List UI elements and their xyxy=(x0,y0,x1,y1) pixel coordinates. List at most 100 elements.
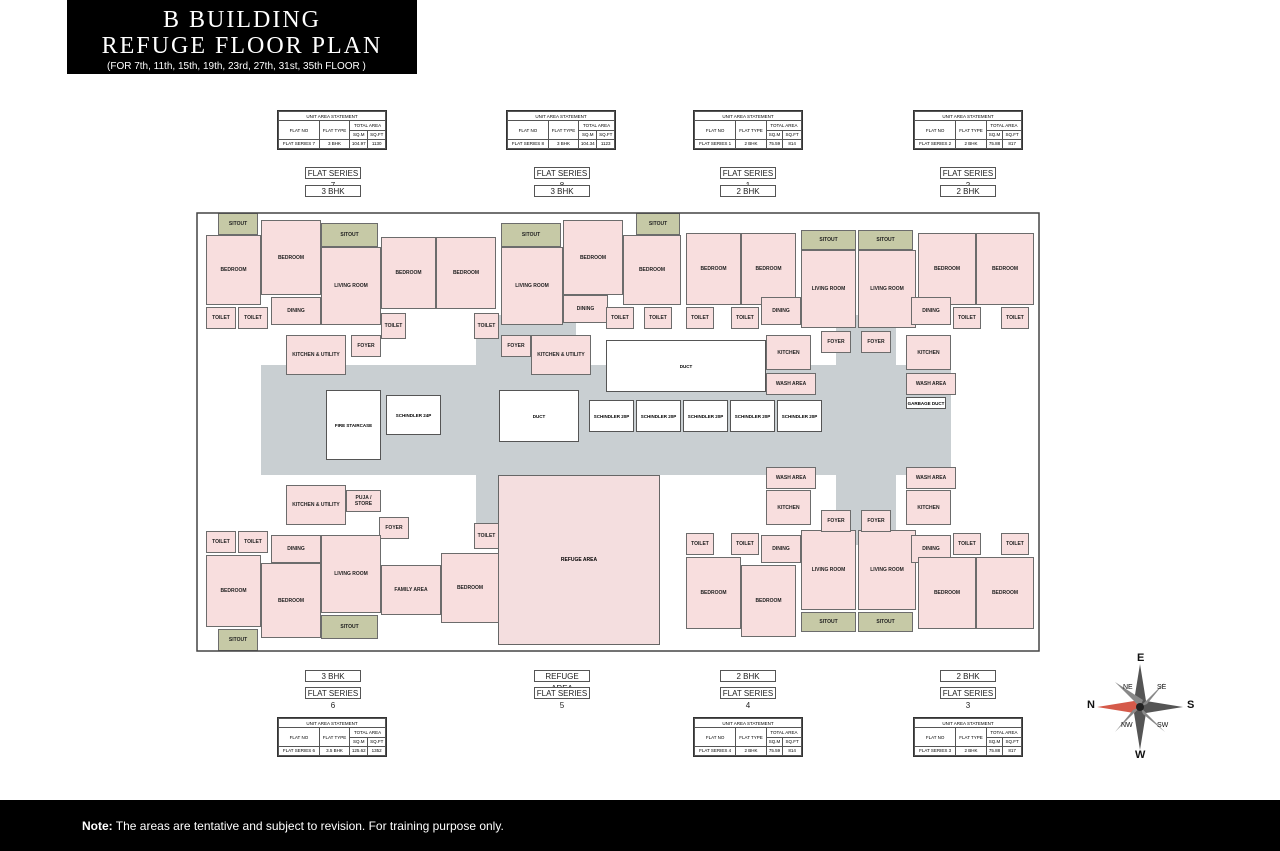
toilet-s1-b: TOILET xyxy=(731,307,759,329)
uas-type: 2 BHK xyxy=(955,745,987,757)
uas-type: 3 BHK xyxy=(547,138,580,150)
foyer-s3: FOYER xyxy=(861,510,891,532)
uas-flat-no-header: FLAT NO xyxy=(278,120,320,140)
uas-heading: UNIT AREA STATEMENT xyxy=(278,110,386,122)
bedroom-s4-a: BEDROOM xyxy=(686,557,741,629)
bedroom-s7-a: BEDROOM xyxy=(206,235,261,305)
sitout-s1: SITOUT xyxy=(801,230,856,250)
uas-table: UNIT AREA STATEMENT FLAT NO FLAT TYPE TO… xyxy=(913,717,1023,757)
lift-20p-2: SCHINDLER 20P xyxy=(636,400,681,432)
bedroom-s3-b: BEDROOM xyxy=(976,557,1034,629)
uas-flat-no-header: FLAT NO xyxy=(913,727,957,747)
uas-flat-no-header: FLAT NO xyxy=(507,120,549,140)
uas-sqft-header: SQ.FT xyxy=(596,129,615,140)
title-line-2: REFUGE FLOOR PLAN xyxy=(101,33,383,59)
bedroom-s2-b: BEDROOM xyxy=(976,233,1034,305)
uas-sqft: 1352 xyxy=(367,745,386,757)
lift-20p-5: SCHINDLER 20P xyxy=(777,400,822,432)
foyer-s7: FOYER xyxy=(351,335,381,357)
uas-type: 3.5 BHK xyxy=(318,745,351,757)
uas-table: UNIT AREA STATEMENT FLAT NO FLAT TYPE TO… xyxy=(507,110,615,150)
uas-heading: UNIT AREA STATEMENT xyxy=(694,110,802,122)
uas-sqm-header: SQ.M xyxy=(349,736,369,747)
living-s1: LIVING ROOM xyxy=(801,250,856,328)
toilet-s6-b: TOILET xyxy=(238,531,268,553)
dining-s2: DINING xyxy=(911,297,951,325)
uas-flat: FLAT SERIES 6 xyxy=(278,745,320,757)
toilet-s7-a: TOILET xyxy=(206,307,236,329)
uas-total-area-header: TOTAL AREA xyxy=(765,120,803,131)
uas-sqm: 104.34 xyxy=(578,138,598,150)
title-block: B BUILDING REFUGE FLOOR PLAN (FOR 7th, 1… xyxy=(67,0,417,74)
uas-total-area-header: TOTAL AREA xyxy=(985,120,1023,131)
kitchen-utility-s6: KITCHEN & UTILITY xyxy=(286,485,346,525)
uas-table: UNIT AREA STATEMENT FLAT NO FLAT TYPE TO… xyxy=(693,110,803,150)
toilet-s7-c: TOILET xyxy=(381,313,406,339)
toilet-s8-a: TOILET xyxy=(474,313,499,339)
wash-s3: WASH AREA xyxy=(906,467,956,489)
series-name-bottom: FLAT SERIES 4 xyxy=(720,687,776,710)
uas-sqft-header: SQ.FT xyxy=(782,736,802,747)
series-type-bottom: 2 BHK xyxy=(940,670,996,682)
uas-total-area-header: TOTAL AREA xyxy=(765,727,803,738)
bedroom-s1-b: BEDROOM xyxy=(741,233,796,305)
living-s2: LIVING ROOM xyxy=(858,250,916,328)
uas-sqft-header: SQ.FT xyxy=(1002,129,1022,140)
foyer-s2: FOYER xyxy=(861,331,891,353)
kitchen-s3: KITCHEN xyxy=(906,490,951,525)
unit-area-statement: UNIT AREA STATEMENT FLAT NO FLAT TYPE TO… xyxy=(277,110,387,150)
bedroom-s8-b: BEDROOM xyxy=(563,220,623,295)
uas-sqft: 817 xyxy=(1002,138,1022,150)
family-s6: FAMILY AREA xyxy=(381,565,441,615)
uas-flat: FLAT SERIES 2 xyxy=(913,138,957,150)
uas-flat: FLAT SERIES 4 xyxy=(693,745,737,757)
foyer-s1: FOYER xyxy=(821,331,851,353)
sitout-s8: SITOUT xyxy=(501,223,561,247)
lift-20p-1: SCHINDLER 20P xyxy=(589,400,634,432)
wash-s4: WASH AREA xyxy=(766,467,816,489)
uas-sqm: 125.62 xyxy=(349,745,369,757)
foyer-s6: FOYER xyxy=(379,517,409,539)
uas-sqm-header: SQ.M xyxy=(985,129,1004,140)
toilet-s7-b: TOILET xyxy=(238,307,268,329)
floor-list: (FOR 7th, 11th, 15th, 19th, 23rd, 27th, … xyxy=(107,61,366,72)
series-name-top: FLAT SERIES 7 xyxy=(305,167,361,190)
kitchen-utility-s8: KITCHEN & UTILITY xyxy=(531,335,591,375)
sitout-s2-a: SITOUT xyxy=(858,230,913,250)
living-s4: LIVING ROOM xyxy=(801,530,856,610)
uas-sqm: 75.59 xyxy=(765,745,784,757)
uas-sqm-header: SQ.M xyxy=(765,129,784,140)
series-type-top: 2 BHK xyxy=(940,185,996,197)
note-text: The areas are tentative and subject to r… xyxy=(112,819,504,833)
plan-outline xyxy=(196,212,1040,652)
uas-flat-type-header: FLAT TYPE xyxy=(547,120,580,140)
uas-sqft: 817 xyxy=(1002,745,1022,757)
bedroom-s3-a: BEDROOM xyxy=(918,557,976,629)
uas-flat-no-header: FLAT NO xyxy=(693,120,737,140)
title-line-1: B BUILDING xyxy=(163,7,321,33)
series-type-bottom: REFUGE AREA xyxy=(534,670,590,693)
uas-type: 2 BHK xyxy=(735,138,767,150)
uas-sqm: 75.59 xyxy=(765,138,784,150)
bedroom-s7-b: BEDROOM xyxy=(261,220,321,295)
uas-heading: UNIT AREA STATEMENT xyxy=(914,110,1022,122)
uas-sqft-header: SQ.FT xyxy=(367,736,386,747)
uas-flat: FLAT SERIES 8 xyxy=(507,138,549,150)
series-name-top: FLAT SERIES 1 xyxy=(720,167,776,190)
toilet-s4-a: TOILET xyxy=(686,533,714,555)
uas-flat: FLAT SERIES 7 xyxy=(278,138,320,150)
toilet-s3-a: TOILET xyxy=(953,533,981,555)
bedroom-s6-b: BEDROOM xyxy=(261,563,321,638)
uas-type: 2 BHK xyxy=(955,138,987,150)
toilet-s3-b: TOILET xyxy=(1001,533,1029,555)
refuge-area: REFUGE AREA xyxy=(498,475,660,645)
wash-s2: WASH AREA xyxy=(906,373,956,395)
uas-flat: FLAT SERIES 3 xyxy=(913,745,957,757)
uas-type: 3 BHK xyxy=(318,138,351,150)
kitchen-s4: KITCHEN xyxy=(766,490,811,525)
compass-s: S xyxy=(1187,699,1195,711)
duct-top-center: DUCT xyxy=(606,340,766,392)
compass-rose: E W N S NE SE NW SW xyxy=(1085,652,1195,762)
foyer-s8: FOYER xyxy=(501,335,531,357)
uas-sqft-header: SQ.FT xyxy=(1002,736,1022,747)
